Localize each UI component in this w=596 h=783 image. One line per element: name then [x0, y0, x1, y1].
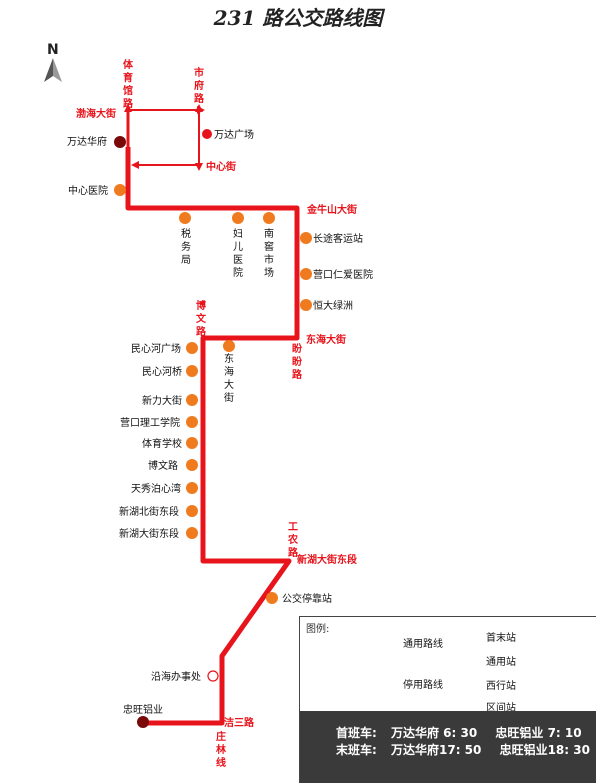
stop[interactable] — [186, 365, 198, 377]
stop[interactable] — [186, 527, 198, 539]
station-label: 新湖大街东段 — [119, 527, 179, 540]
stop[interactable] — [186, 459, 198, 471]
stops — [114, 129, 312, 728]
station-label: 民心河广场 — [131, 342, 181, 355]
stop[interactable] — [300, 232, 312, 244]
station-label: 妇儿医院 — [233, 227, 243, 279]
station-label: 营口理工学院 — [120, 416, 180, 429]
road-label: 洁三路 — [224, 716, 255, 729]
station-label: 长途客运站 — [313, 232, 363, 245]
arrow-left-icon — [131, 161, 139, 169]
station-label: 中心医院 — [68, 184, 108, 197]
compass-label: N — [47, 42, 59, 58]
legend-dedicated-route: 停用路线 — [403, 680, 443, 691]
legend-common-stop: 通用站 — [486, 657, 516, 668]
road-label: 中心街 — [206, 160, 236, 173]
stop[interactable] — [300, 299, 312, 311]
station-label: 新湖北街东段 — [119, 505, 179, 518]
last-bus-label: 末班车: — [336, 743, 377, 757]
stop[interactable] — [186, 505, 198, 517]
stop[interactable] — [263, 212, 275, 224]
terminal-stop[interactable] — [137, 716, 149, 728]
route-line — [125, 109, 300, 726]
road-label: 东海大街 — [306, 333, 346, 346]
road-label: 金牛山大街 — [306, 203, 357, 216]
station-label: 沿海办事处 — [151, 670, 201, 683]
stop[interactable] — [232, 212, 244, 224]
stop[interactable] — [186, 482, 198, 494]
road-label: 体育馆路 — [123, 58, 134, 110]
last-bus-a: 万达华府17: 50 — [391, 743, 482, 757]
first-bus-label: 首班车: — [336, 726, 377, 740]
stop[interactable] — [223, 340, 235, 352]
west-stop[interactable] — [202, 129, 212, 139]
stop[interactable] — [186, 437, 198, 449]
station-label: 体育学校 — [142, 437, 182, 450]
stop[interactable] — [186, 394, 198, 406]
station-label: 天秀泊心湾 — [131, 482, 181, 495]
station-label: 新力大街 — [142, 394, 182, 407]
station-label: 东海大街 — [224, 352, 234, 404]
last-bus-row: 末班车: 万达华府17: 50 忠旺铝业18: 30 — [336, 741, 590, 758]
first-bus-b: 忠旺铝业 7: 10 — [495, 726, 582, 740]
legend: 图例: 通用路线 停用路线 首末站 通用站 西行站 区间站 首班车: 万达华府 … — [299, 616, 596, 783]
stop[interactable] — [186, 416, 198, 428]
stop[interactable] — [179, 212, 191, 224]
page-title: 231 路公交路线图 — [213, 6, 383, 30]
direction-arrows — [124, 104, 205, 171]
station-label: 博文路 — [148, 459, 178, 472]
legend-terminal: 首末站 — [486, 633, 516, 644]
stop[interactable] — [300, 268, 312, 280]
station-label: 恒大绿洲 — [313, 299, 353, 312]
road-label: 盼盼路 — [292, 342, 303, 381]
legend-interval-stop: 区间站 — [486, 703, 516, 714]
legend-title: 图例: — [306, 624, 330, 635]
road-label: 工农路 — [287, 522, 299, 559]
arrow-up-icon — [124, 104, 132, 112]
north-arrow-icon: N — [44, 42, 62, 82]
schedule-panel: 首班车: 万达华府 6: 30 忠旺铝业 7: 10 末班车: 万达华府17: … — [300, 711, 596, 783]
road-label: 新湖大街东段 — [297, 553, 357, 566]
road-label: 市府路 — [194, 66, 205, 105]
station-label: 南窖市场 — [264, 227, 274, 279]
first-bus-a: 万达华府 6: 30 — [391, 726, 478, 740]
legend-common-route: 通用路线 — [403, 639, 443, 650]
station-label: 民心河桥 — [142, 366, 182, 378]
station-labels: 万达华府 万达广场 中心医院 长途客运站 营口仁爱医院 恒大绿洲 民心河广场 民… — [67, 128, 373, 716]
stop[interactable] — [114, 184, 126, 196]
station-label: 税务局 — [181, 227, 191, 266]
station-label: 万达广场 — [214, 128, 254, 141]
terminal-stop[interactable] — [114, 136, 126, 148]
road-label: 博文路 — [196, 299, 207, 338]
arrow-right-icon — [197, 106, 205, 114]
stop[interactable] — [266, 592, 278, 604]
first-bus-row: 首班车: 万达华府 6: 30 忠旺铝业 7: 10 — [336, 724, 582, 741]
road-label: 渤海大街 — [76, 107, 116, 120]
station-label: 忠旺铝业 — [123, 704, 163, 716]
station-label: 营口仁爱医院 — [313, 268, 373, 281]
road-label: 庄林线 — [216, 730, 227, 769]
last-bus-b: 忠旺铝业18: 30 — [499, 743, 590, 757]
station-label: 公交停靠站 — [282, 592, 332, 605]
road-labels: 渤海大街 中心街 金牛山大街 东海大街 新湖大街东段 — [76, 107, 357, 566]
interval-stop[interactable] — [207, 670, 219, 682]
stop[interactable] — [186, 342, 198, 354]
arrow-down-icon — [195, 163, 203, 171]
legend-west-stop: 西行站 — [486, 681, 516, 692]
station-label: 万达华府 — [67, 135, 107, 148]
